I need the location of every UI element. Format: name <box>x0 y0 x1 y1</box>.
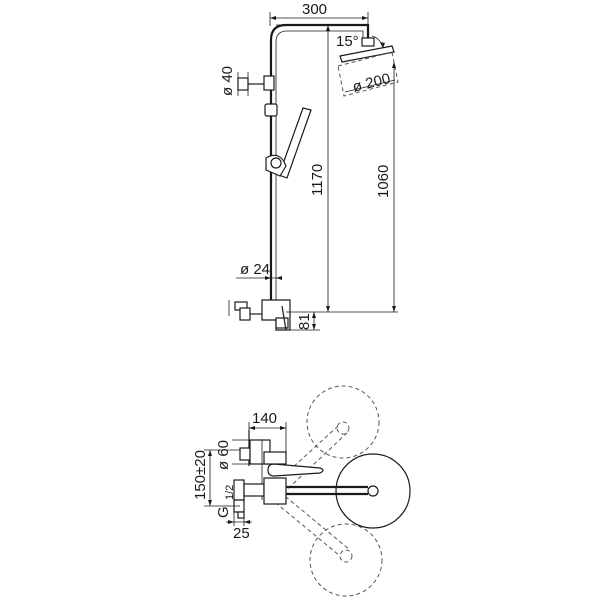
thermostatic-mixer-plan <box>233 477 287 519</box>
head-shower-plan <box>272 453 411 529</box>
dimension-15-label: 15° <box>336 33 359 50</box>
dimension-o40-label: ø 40 <box>219 66 236 96</box>
wall-bracket <box>237 72 275 96</box>
dimension-o60-label: ø 60 <box>215 440 232 470</box>
dimension-head-tilt: 15° <box>336 33 385 50</box>
dimension-300-label: 300 <box>302 1 327 18</box>
dimension-pipe-diameter: ø 24 <box>236 261 282 280</box>
plan-view: 140 ø 60 150±20 G 1/2 <box>192 385 411 597</box>
dimension-o24-label: ø 24 <box>240 261 270 278</box>
dimension-wall-flange: ø 60 <box>215 439 250 470</box>
dimension-25-label: 25 <box>233 525 250 542</box>
dimension-g-label: G <box>215 506 232 518</box>
dimension-inlet-centers: 150±20 <box>192 449 240 507</box>
dimension-bracket-diameter: ø 40 <box>219 66 236 96</box>
dimension-140-label: 140 <box>252 410 277 427</box>
dimension-150-20-label: 150±20 <box>192 450 209 500</box>
dimension-inlet-thread: G 1/2 <box>215 485 236 518</box>
dimension-mixer-width: 140 <box>248 410 287 456</box>
dimension-g-fraction-label: 1/2 <box>224 485 236 500</box>
hand-shower-plan <box>267 463 324 477</box>
head-shower <box>337 37 399 97</box>
wall-plate-plan <box>239 430 287 500</box>
head-shower-swing-lower <box>269 491 383 597</box>
dimension-total-height: 1170 <box>276 24 336 312</box>
dimension-1060-label: 1060 <box>375 165 392 198</box>
thermostatic-mixer-side <box>228 299 291 331</box>
dimension-arm-length: 300 <box>269 1 369 26</box>
dimension-mixer-height: 81 <box>290 312 320 331</box>
hand-shower <box>264 103 312 179</box>
side-elevation-view: 300 15° ø 200 ø 40 1170 <box>219 1 399 331</box>
dimension-81-label: 81 <box>296 313 313 330</box>
dimension-head-height: 1060 <box>286 62 398 313</box>
dimension-o200-label: ø 200 <box>351 70 392 96</box>
dimension-inlet-offset: 25 <box>226 512 252 542</box>
dimension-head-diameter: ø 200 <box>344 70 396 96</box>
dimension-1170-label: 1170 <box>309 164 326 196</box>
